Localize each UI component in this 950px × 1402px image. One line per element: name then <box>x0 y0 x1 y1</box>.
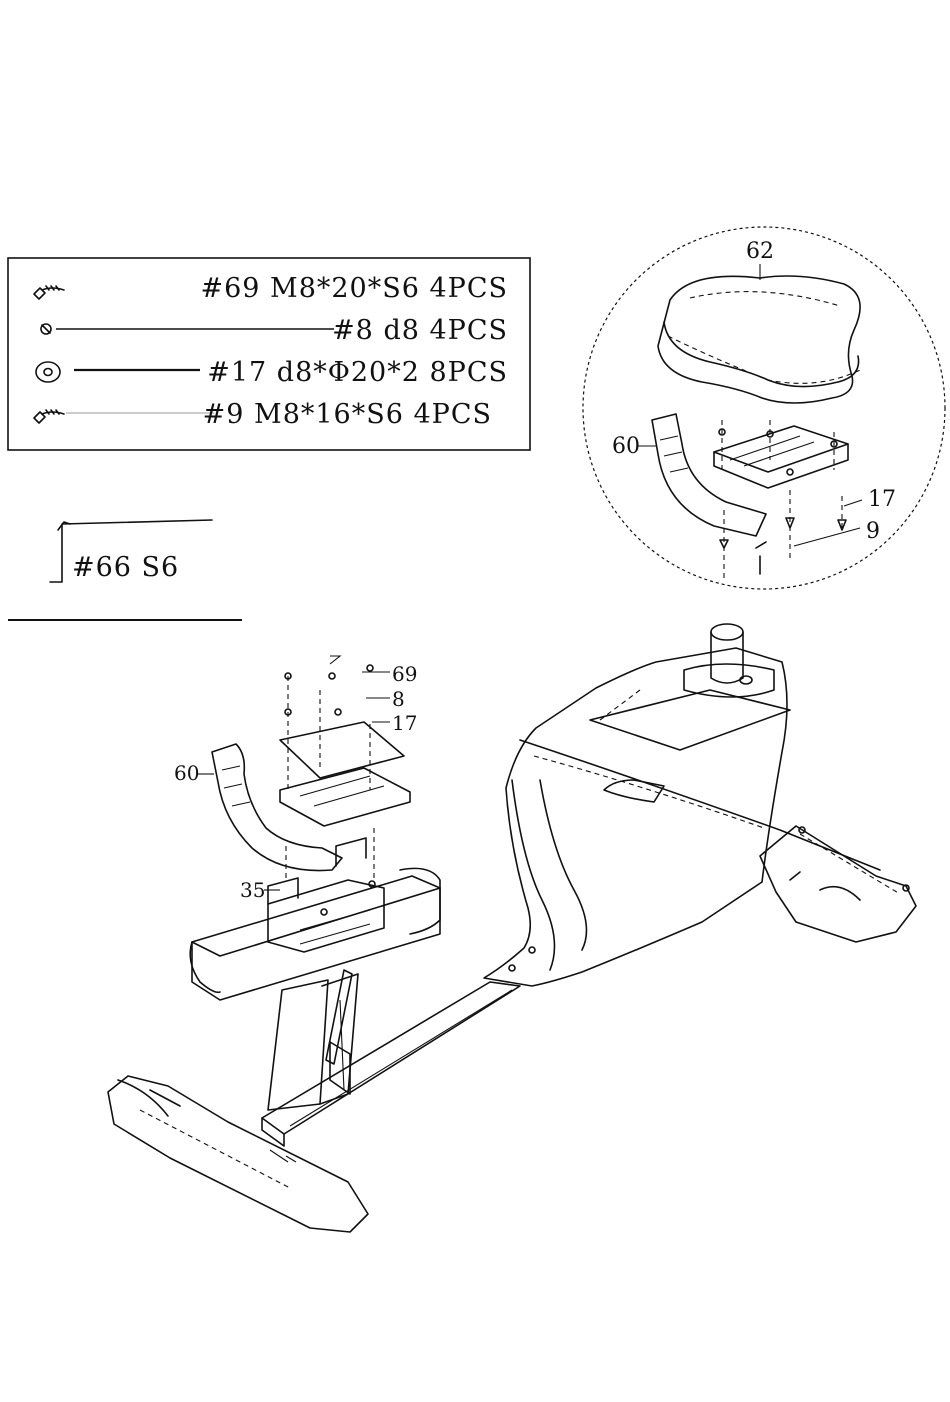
callout-60-detail: 60 <box>612 434 640 459</box>
callout-17-main: 17 <box>392 711 417 735</box>
seat-bracket-detail <box>652 414 766 536</box>
rear-rail <box>760 826 916 942</box>
seat-detail-view: 62 60 17 9 <box>583 227 945 589</box>
seat-slider <box>190 838 440 1000</box>
seat-cushion <box>658 276 860 403</box>
front-foot <box>108 1076 368 1232</box>
detail-fasteners <box>720 490 862 580</box>
seat-mounting-plate <box>714 420 848 488</box>
hardware-list-box: #69 M8*20*S6 4PCS #8 d8 4PCS #17 d8*Φ20*… <box>8 258 530 450</box>
callout-17-detail: 17 <box>868 487 896 512</box>
callout-60-main: 60 <box>174 761 199 785</box>
rower-body <box>484 648 880 986</box>
callout-9-detail: 9 <box>866 519 880 544</box>
callout-8: 8 <box>392 687 405 711</box>
hardware-text-69: #69 M8*20*S6 4PCS <box>200 273 508 304</box>
callout-35: 35 <box>240 878 265 902</box>
callout-69: 69 <box>392 662 417 686</box>
callout-62: 62 <box>746 239 774 264</box>
hardware-text-9: #9 M8*16*S6 4PCS <box>203 399 492 430</box>
rower-frame: 69 8 17 60 35 <box>108 624 916 1232</box>
tool-text: #66 S6 <box>72 552 179 583</box>
seat-bracket-main <box>212 744 342 880</box>
seat-plate-main <box>280 656 410 880</box>
tool-hex-key: #66 S6 <box>50 520 212 583</box>
seat-post <box>268 970 358 1110</box>
hardware-text-8: #8 d8 4PCS <box>332 315 508 346</box>
handle-post <box>684 624 774 697</box>
hardware-text-17: #17 d8*Φ20*2 8PCS <box>207 357 508 388</box>
